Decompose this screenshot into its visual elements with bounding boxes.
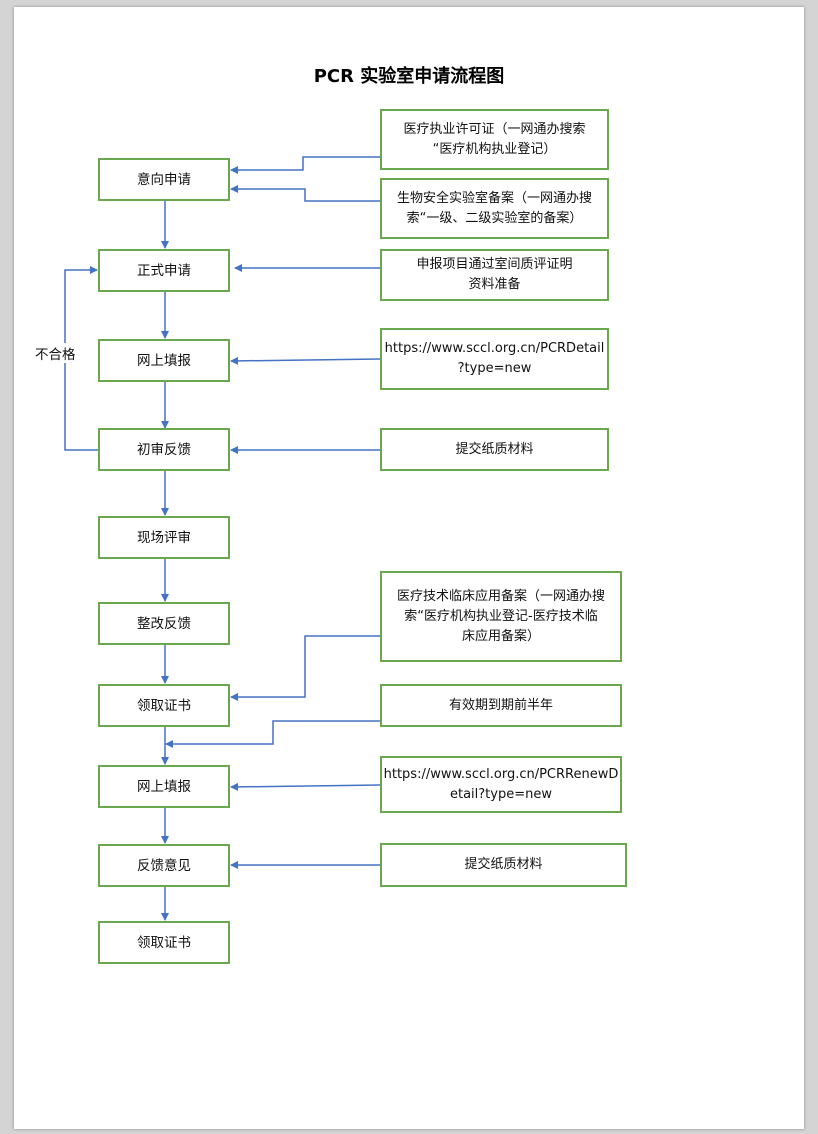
note-submit-paper-1: 提交纸质材料 — [380, 428, 609, 471]
note-biosafety-filing: 生物安全实验室备案（一网通办搜 索“一级、二级实验室的备案） — [380, 178, 609, 239]
note-medical-tech-filing: 医疗技术临床应用备案（一网通办搜 索“医疗机构执业登记-医疗技术临 床应用备案） — [380, 571, 622, 662]
note-eqa-materials: 申报项目通过室间质评证明 资料准备 — [380, 249, 609, 301]
note-arrow-7 — [165, 720, 380, 748]
step-receive-certificate: 领取证书 — [98, 684, 230, 727]
step-online-filing: 网上填报 — [98, 339, 230, 382]
note-renew-url: https://www.sccl.org.cn/PCRRenewD etail?… — [380, 756, 622, 813]
step-formal-application: 正式申请 — [98, 249, 230, 292]
step-feedback-opinion: 反馈意见 — [98, 844, 230, 887]
step-intent-application: 意向申请 — [98, 158, 230, 201]
note-arrow-1 — [230, 156, 380, 174]
step-onsite-review: 现场评审 — [98, 516, 230, 559]
step-online-filing-renewal: 网上填报 — [98, 765, 230, 808]
note-submit-paper-2: 提交纸质材料 — [380, 843, 627, 887]
reject-label: 不合格 — [34, 343, 77, 363]
note-arrow-6 — [230, 635, 380, 701]
note-practice-license: 医疗执业许可证（一网通办搜索 “医疗机构执业登记） — [380, 109, 609, 170]
note-online-url: https://www.sccl.org.cn/PCRDetail ?type=… — [380, 328, 609, 390]
note-validity-period: 有效期到期前半年 — [380, 684, 622, 727]
step-rectification-feedback: 整改反馈 — [98, 602, 230, 645]
step-receive-certificate-final: 领取证书 — [98, 921, 230, 964]
step-initial-review-feedback: 初审反馈 — [98, 428, 230, 471]
note-arrow-8 — [230, 782, 381, 791]
note-arrow-4 — [230, 356, 381, 365]
diagram-title: PCR 实验室申请流程图 — [313, 66, 505, 87]
note-arrow-2 — [230, 185, 380, 202]
